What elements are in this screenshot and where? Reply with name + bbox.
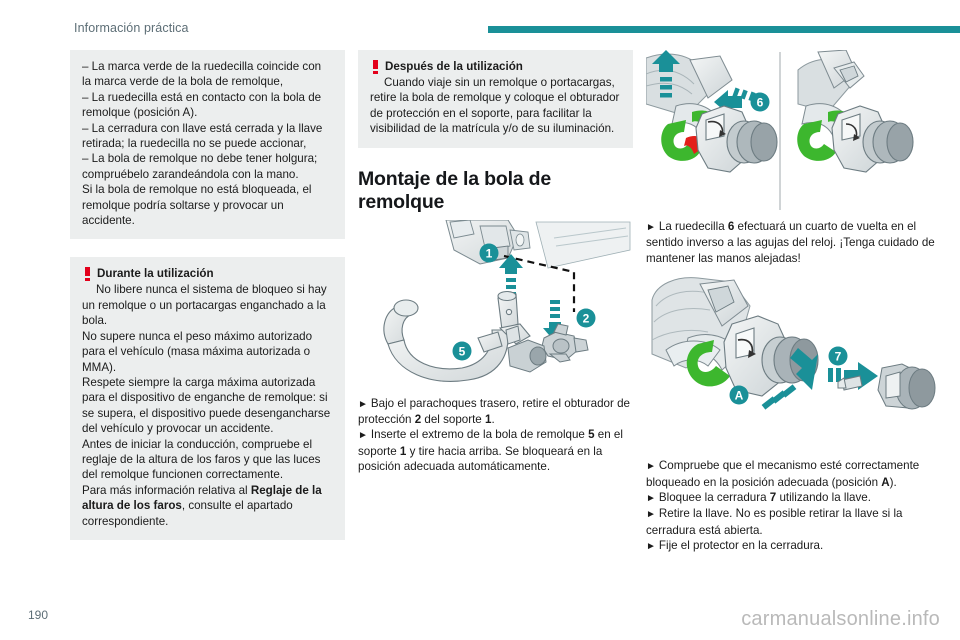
note-line-2: – La ruedecilla está en contacto con la … [82,90,322,120]
locking-steps: ►Compruebe que el mecanismo esté correct… [646,458,936,554]
step-item: ►Bajo el parachoques trasero, retire el … [358,396,630,427]
warning-exclamation-icon [85,267,90,282]
step-item: ►Compruebe que el mecanismo esté correct… [646,459,920,489]
note-title-during-use: Durante la utilización [97,267,214,281]
step-item: ►Fije el protector en la cerradura. [646,539,824,553]
svg-text:7: 7 [835,350,842,364]
svg-text:A: A [735,389,744,403]
note-block-checklist: – La marca verde de la ruedecilla coinci… [70,50,345,240]
note-paragraph-3: Respete siempre la carga máxima autoriza… [82,375,331,436]
note-block-during-use: Durante la utilización No libere nunca e… [70,257,345,540]
handwheel-step-text: ►La ruedecilla 6 efectuará un cuarto de … [646,219,936,266]
note-paragraph-2: No supere nunca el peso máximo autorizad… [82,329,313,374]
header-accent-rule [488,26,960,33]
svg-text:5: 5 [459,344,466,358]
note-block-after-use: Después de la utilización Cuando viaje s… [358,50,633,148]
step-item: ►La ruedecilla 6 efectuará un cuarto de … [646,220,935,265]
page-number: 190 [28,608,49,622]
note-header-during-use: Durante la utilización [82,266,333,282]
note-line-1: – La marca verde de la ruedecilla coinci… [82,60,322,89]
step-arrow-icon: ► [358,398,368,410]
column-three: 6 [646,50,936,555]
section-title-mounting: Montaje de la bola de remolque [358,167,551,213]
handwheel-quarter-turn-diagram: 6 [646,50,936,215]
breadcrumb: Información práctica [74,21,189,35]
note-title-after-use: Después de la utilización [385,60,523,73]
page-header: Información práctica [0,0,960,46]
lock-and-cap-diagram: 7 A [646,276,936,456]
watermark: carmanualsonline.info [741,608,940,630]
svg-text:1: 1 [486,246,493,260]
note-header-after-use: Después de la utilización [370,59,621,74]
note-paragraph-5: Para más información relativa al Reglaje… [82,483,322,528]
note-paragraph-after-use: Cuando viaje sin un remolque o portacarg… [370,76,620,136]
step-arrow-icon: ► [646,461,656,473]
tow-ball-mounting-diagram: 1 2 5 [358,219,633,390]
step-arrow-icon: ► [646,509,656,521]
note-paragraph-4: Antes de iniciar la conducción, comprueb… [82,437,321,482]
step-arrow-icon: ► [646,222,656,233]
step-arrow-icon: ► [646,493,656,505]
step-arrow-icon: ► [646,541,656,553]
note-line-5: Si la bola de remolque no está bloqueada… [82,183,312,228]
note-line-4: – La bola de remolque no debe tener holg… [82,152,318,181]
step-item: ►Inserte el extremo de la bola de remolq… [358,428,623,474]
step-arrow-icon: ► [358,430,368,442]
note-paragraph-1: No libere nunca el sistema de bloqueo si… [82,283,327,328]
mounting-steps: ►Bajo el parachoques trasero, retire el … [358,396,633,475]
note-line-3: – La cerradura con llave está cerrada y … [82,121,323,151]
step-item: ►Retire la llave. No es posible retirar … [646,507,903,537]
warning-exclamation-icon [373,60,378,74]
column-two: Después de la utilización Cuando viaje s… [358,50,633,475]
column-one: – La marca verde de la ruedecilla coinci… [70,50,345,540]
svg-text:6: 6 [757,96,764,110]
step-item: ►Bloquee la cerradura 7 utilizando la ll… [646,491,871,505]
svg-text:2: 2 [583,311,590,325]
